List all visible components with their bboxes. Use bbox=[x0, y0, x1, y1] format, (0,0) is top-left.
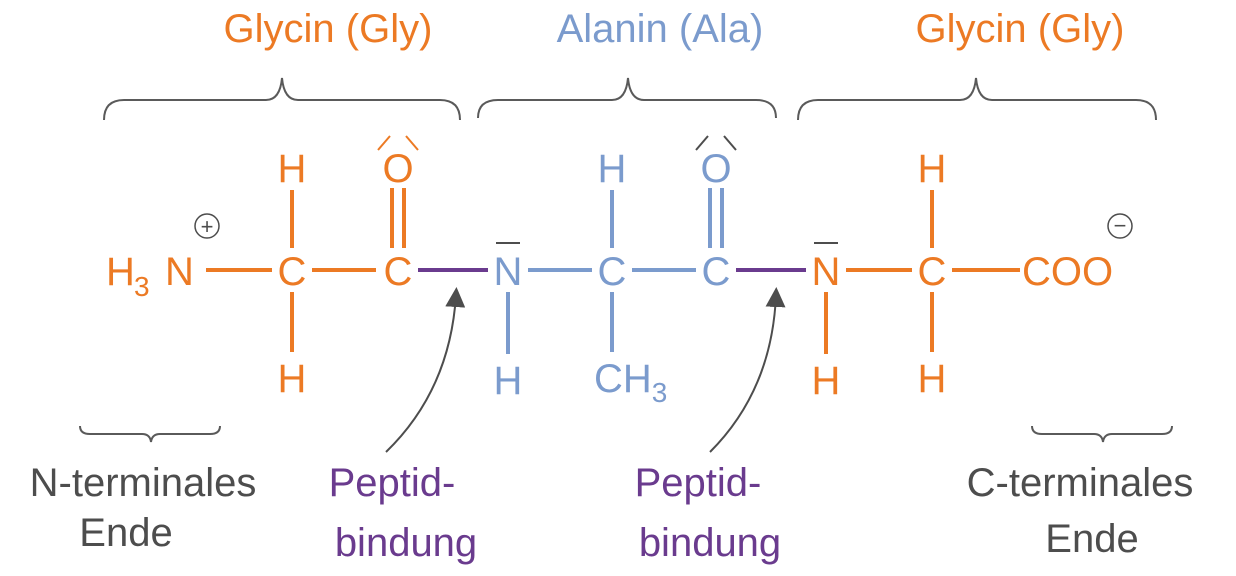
atom-n-ala: N bbox=[494, 250, 523, 294]
residue-ala: N H H C CH3 O C bbox=[494, 135, 737, 408]
atom-h-top-gly-2: H bbox=[918, 147, 947, 191]
atom-n-gly-2: N bbox=[812, 250, 841, 294]
residue-title-gly-2: Glycin (Gly) bbox=[916, 7, 1125, 51]
atom-o-ala: O bbox=[700, 147, 731, 191]
bracket-n-terminal bbox=[79, 425, 221, 443]
atom-h3n-subscript: 3 bbox=[134, 271, 150, 302]
label-c-terminal-line1: C-terminales bbox=[967, 461, 1194, 505]
lone-pair-right-o-gly-1 bbox=[405, 135, 419, 151]
arrow-peptide-bond-1 bbox=[385, 287, 466, 453]
label-peptide-1-line1: Peptid- bbox=[329, 461, 456, 505]
label-n-terminal-line1: N-terminales bbox=[30, 461, 257, 505]
atom-h-n-gly-2: H bbox=[812, 359, 841, 403]
label-peptide-2-line1: Peptid- bbox=[635, 461, 762, 505]
atom-c-carbonyl-ala: C bbox=[702, 250, 731, 294]
atom-h3n-n: N bbox=[165, 250, 194, 294]
atom-h-n-ala: H bbox=[494, 359, 523, 403]
lone-pair-right-o-ala bbox=[723, 135, 737, 151]
atom-h3n-h: H bbox=[106, 250, 135, 294]
bracket-gly-1 bbox=[103, 77, 461, 121]
bonds bbox=[206, 188, 1020, 354]
bracket-c-terminal bbox=[1031, 425, 1173, 443]
label-peptide-1-line2: bindung bbox=[335, 521, 477, 565]
label-peptide-2-line2: bindung bbox=[639, 521, 781, 565]
label-n-terminal-line2: Ende bbox=[79, 511, 172, 555]
charge-minus: − bbox=[1114, 213, 1127, 238]
lone-pair-left-o-ala bbox=[695, 135, 709, 151]
atom-ch3-ala: CH3 bbox=[594, 357, 667, 408]
atom-h-bottom-gly-2: H bbox=[918, 357, 947, 401]
charge-minus-circle bbox=[1107, 213, 1133, 239]
residue-title-ala: Alanin (Ala) bbox=[557, 7, 764, 51]
atom-c-alpha-gly-1: C bbox=[278, 250, 307, 294]
charge-plus: + bbox=[201, 214, 214, 239]
atom-o-gly-1: O bbox=[382, 147, 413, 191]
atom-h-top-ala: H bbox=[598, 147, 627, 191]
atom-c-alpha-ala: C bbox=[598, 250, 627, 294]
bracket-gly-2 bbox=[797, 77, 1157, 121]
residue-title-gly-1: Glycin (Gly) bbox=[224, 7, 433, 51]
atom-h-bottom-gly-1: H bbox=[278, 357, 307, 401]
bracket-ala bbox=[477, 77, 777, 119]
lone-pair-left-o-gly-1 bbox=[377, 135, 391, 151]
label-c-terminal-line2: Ende bbox=[1045, 517, 1138, 561]
charge-plus-circle bbox=[194, 213, 220, 239]
atom-c-alpha-gly-2: C bbox=[918, 250, 947, 294]
residue-gly-1: H 3 N + H C H O C bbox=[106, 135, 419, 401]
atom-c-carbonyl-gly-1: C bbox=[384, 250, 413, 294]
atom-coo: COO bbox=[1022, 250, 1113, 294]
arrow-peptide-bond-2 bbox=[709, 287, 786, 453]
atom-h-top-gly-1: H bbox=[278, 147, 307, 191]
residue-gly-2: N H H C H COO − bbox=[812, 147, 1133, 403]
